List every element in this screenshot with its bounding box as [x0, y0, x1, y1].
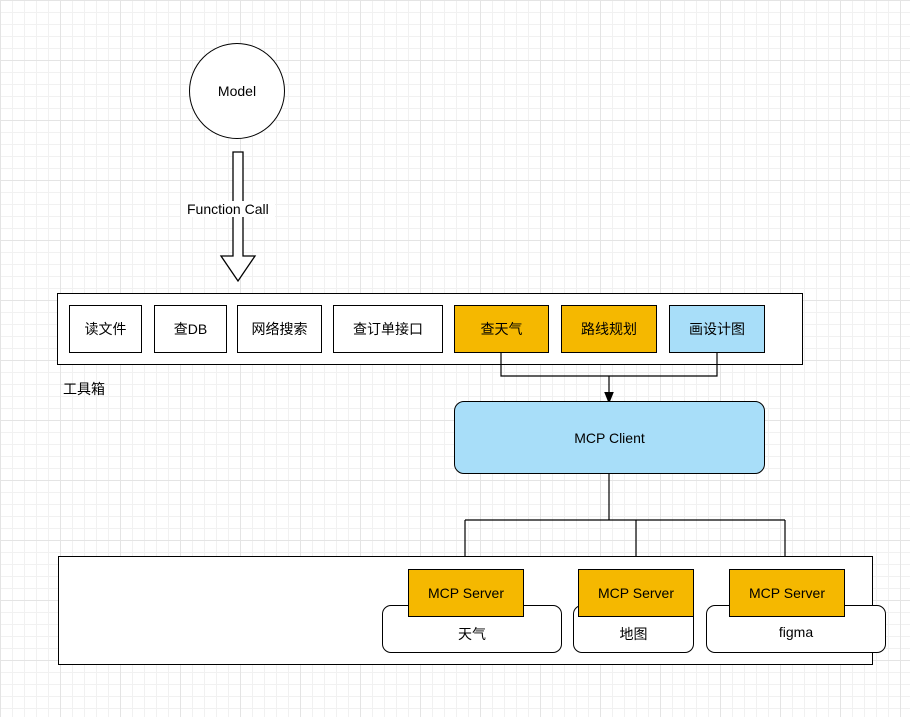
tool-read-file[interactable]: 读文件 [69, 305, 142, 353]
service-label-map: 地图 [619, 626, 648, 642]
tool-design-drawing[interactable]: 画设计图 [669, 305, 765, 353]
mcp-client-label: MCP Client [574, 429, 645, 446]
tool-order-api[interactable]: 查订单接口 [333, 305, 443, 353]
tool-label: 查订单接口 [353, 321, 423, 337]
tool-label: 路线规划 [581, 321, 637, 337]
model-node[interactable]: Model [189, 43, 285, 139]
mcp-server-label: MCP Server [428, 585, 504, 601]
tool-weather[interactable]: 查天气 [454, 305, 549, 353]
function-call-label: Function Call [181, 201, 275, 217]
mcp-server-label: MCP Server [598, 585, 674, 601]
tool-label: 画设计图 [689, 321, 745, 337]
tool-web-search[interactable]: 网络搜索 [237, 305, 322, 353]
tool-route-planning[interactable]: 路线规划 [561, 305, 657, 353]
model-label: Model [217, 83, 257, 99]
mcp-server-map[interactable]: MCP Server [578, 569, 694, 617]
mcp-client[interactable]: MCP Client [454, 401, 765, 474]
toolbox-label: 工具箱 [63, 381, 105, 397]
tool-label: 查DB [173, 321, 208, 337]
tool-label: 读文件 [84, 321, 127, 337]
mcp-server-figma[interactable]: MCP Server [729, 569, 845, 617]
tool-label: 网络搜索 [251, 321, 308, 337]
mcp-server-weather[interactable]: MCP Server [408, 569, 524, 617]
tool-query-db[interactable]: 查DB [154, 305, 227, 353]
tool-label: 查天气 [480, 321, 523, 337]
service-label-weather: 天气 [458, 626, 486, 642]
service-label-figma: figma [778, 624, 814, 640]
mcp-server-label: MCP Server [749, 585, 825, 601]
